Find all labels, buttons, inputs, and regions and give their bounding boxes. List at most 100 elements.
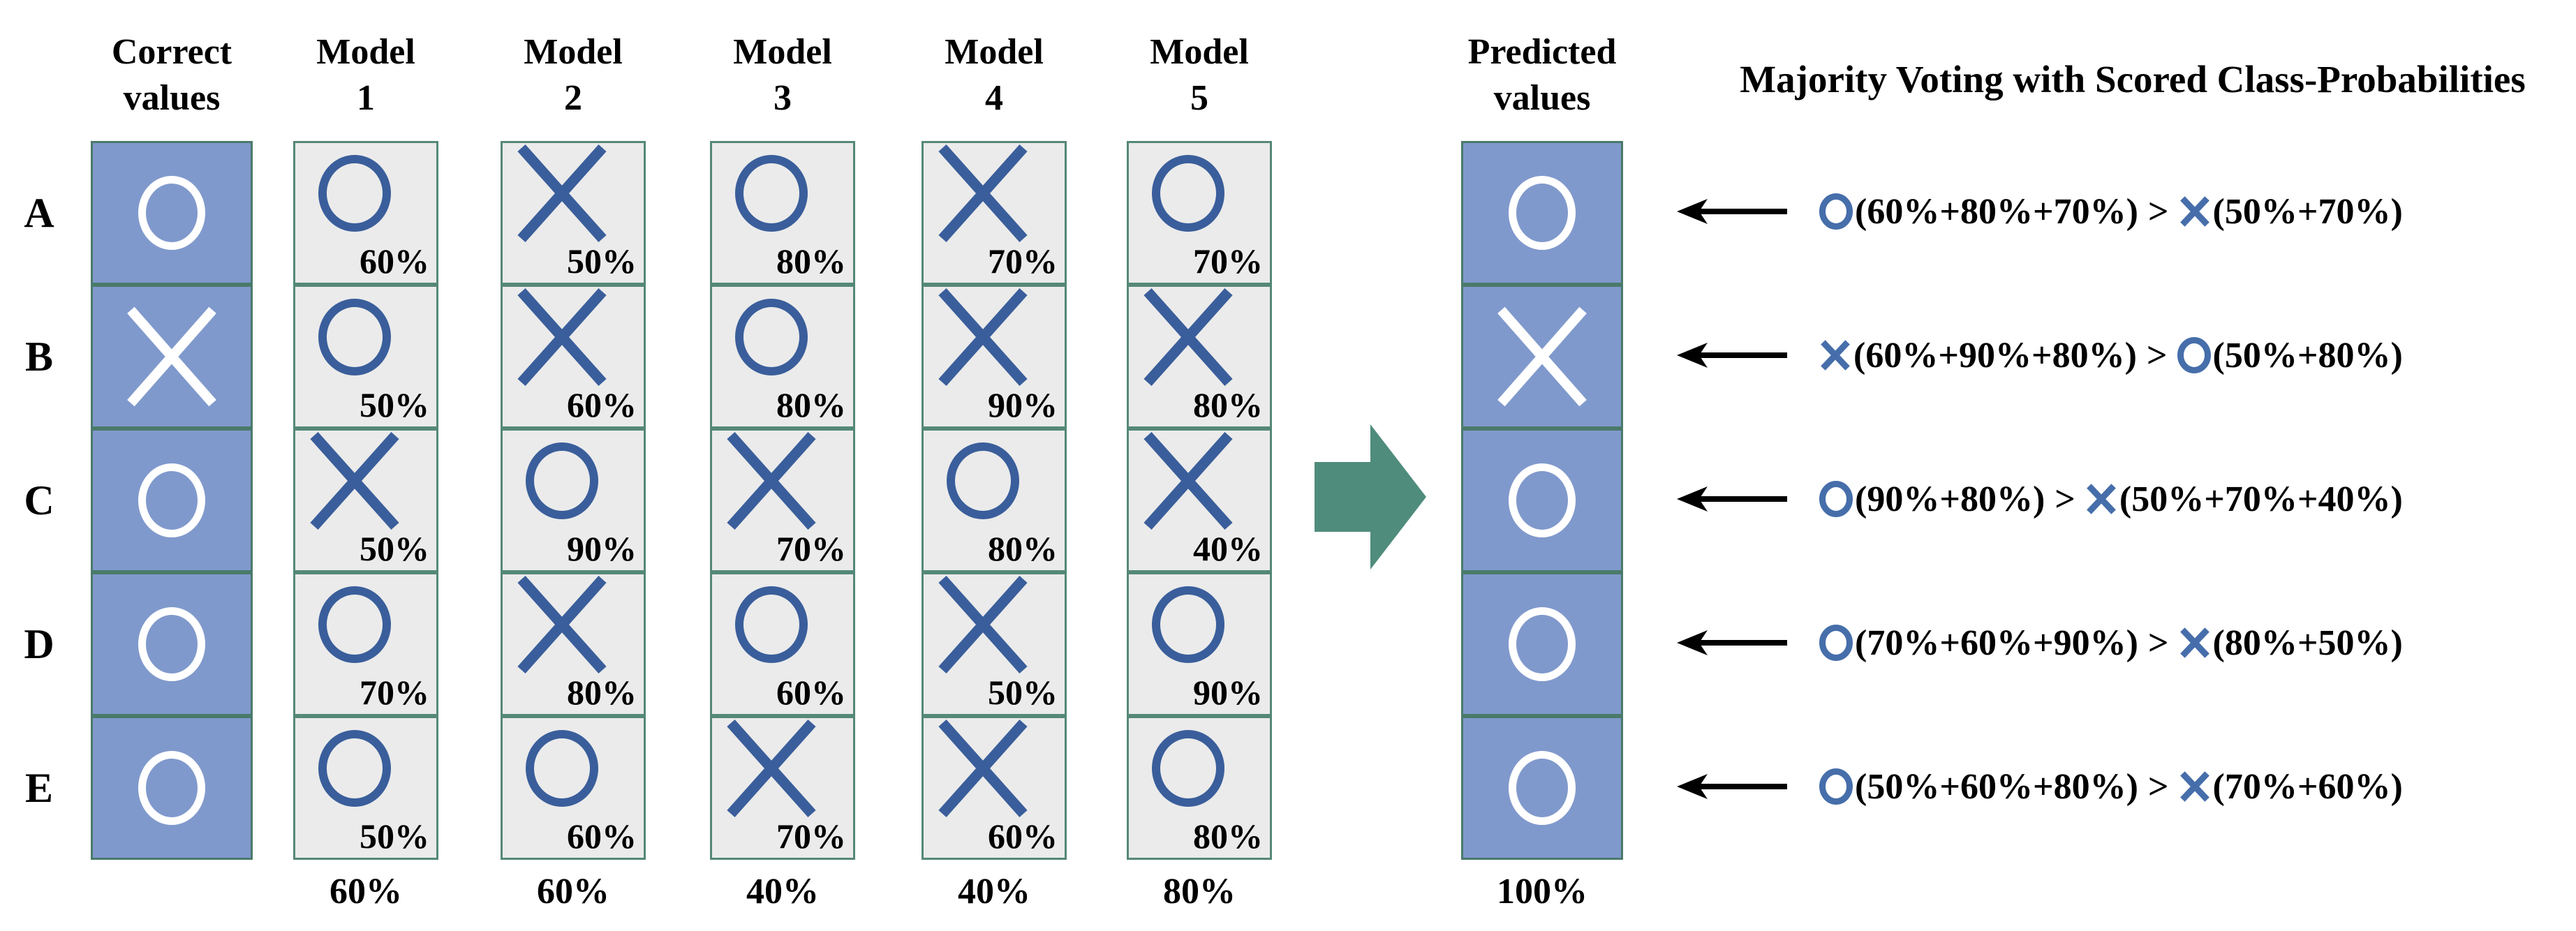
class-probability: 60% [567, 385, 637, 424]
cell-m5-row-b: 80% [1127, 285, 1272, 429]
class-probability: 50% [988, 673, 1058, 712]
row-label-a: A [24, 190, 54, 236]
cell-predicted-row-e [1461, 716, 1623, 860]
left-arrow-icon [1677, 630, 1787, 655]
model-5-column: 70%80%40%90%80% [1127, 141, 1272, 860]
circle-symbol [734, 586, 808, 663]
header-line: Model [733, 32, 832, 72]
row-label-b: B [24, 334, 54, 380]
model-2-column: 50%60%90%80%60% [501, 141, 646, 860]
cell-m1-row-c: 50% [293, 429, 438, 572]
circle-symbol [318, 586, 391, 663]
loser-symbol [2179, 770, 2211, 803]
model-1-accuracy: 60% [330, 872, 402, 911]
model-5-header: Model 5 [1106, 29, 1293, 121]
cross-symbol [936, 573, 1030, 676]
comparison-operator: > [2147, 191, 2169, 232]
class-probability: 70% [988, 241, 1058, 281]
class-probability: 90% [988, 385, 1058, 424]
class-probability: 80% [1193, 385, 1263, 424]
circle-symbol [318, 730, 391, 807]
winner-symbol [1819, 193, 1853, 230]
circle-symbol [734, 155, 808, 232]
winner-symbol [1819, 625, 1853, 661]
header-line: Model [945, 32, 1044, 72]
circle-symbol [1151, 730, 1224, 807]
winner-terms: (90%+80%) [1855, 479, 2045, 519]
cross-symbol [308, 429, 401, 532]
header-line: Model [316, 32, 415, 72]
circle-symbol [138, 751, 205, 825]
cell-correct-row-c [91, 429, 253, 572]
class-probability: 90% [1193, 673, 1263, 712]
circle-symbol [525, 730, 598, 807]
header-line: Predicted [1467, 32, 1617, 72]
formula-row-d: (70%+60%+90%) > (80%+50%) [1677, 613, 2403, 672]
circle-symbol [525, 442, 598, 519]
class-probability: 80% [776, 241, 846, 281]
cross-symbol [515, 285, 609, 389]
circle-symbol [1151, 586, 1224, 663]
class-probability: 60% [988, 817, 1058, 856]
winner-symbol [1819, 768, 1853, 805]
loser-symbol [2179, 195, 2211, 228]
model-4-column: 70%90%80%50%60% [921, 141, 1067, 860]
header-line: 1 [357, 78, 375, 118]
row-label-e: E [24, 765, 54, 811]
header-line: values [1493, 78, 1591, 118]
circle-symbol [1509, 607, 1576, 681]
loser-symbol [2085, 482, 2117, 516]
cross-symbol [936, 717, 1030, 820]
circle-symbol [1509, 176, 1576, 250]
cell-predicted-row-d [1461, 572, 1623, 716]
cell-m1-row-b: 50% [293, 285, 438, 429]
model-5-accuracy: 80% [1163, 872, 1236, 911]
class-probability: 70% [1193, 241, 1263, 281]
header-line: Model [524, 32, 623, 72]
class-probability: 80% [567, 673, 637, 712]
cell-m2-row-c: 90% [501, 429, 646, 572]
row-label-c: C [24, 477, 54, 523]
comparison-operator: > [2055, 479, 2075, 519]
winner-terms: (60%+90%+80%) [1853, 335, 2137, 375]
cross-symbol [515, 573, 609, 676]
cell-predicted-row-a [1461, 141, 1623, 285]
header-line: Correct [111, 32, 232, 72]
cross-symbol [725, 429, 818, 532]
cell-predicted-row-c [1461, 429, 1623, 572]
cross-symbol [1141, 429, 1235, 532]
row-label-d: D [24, 621, 54, 667]
diagram-title: Majority Voting with Scored Class-Probab… [1740, 58, 2526, 100]
cell-m4-row-d: 50% [921, 572, 1067, 716]
cell-correct-row-b [91, 285, 253, 429]
loser-terms: (80%+50%) [2212, 623, 2403, 663]
class-probability: 70% [776, 529, 846, 568]
cell-m3-row-d: 60% [710, 572, 855, 716]
correct-values-header: Correct values [70, 29, 274, 121]
cell-correct-row-e [91, 716, 253, 860]
left-arrow-icon [1677, 774, 1787, 799]
comparison-operator: > [2147, 623, 2169, 663]
formula-row-e: (50%+60%+80%) > (70%+60%) [1677, 757, 2403, 816]
cell-m2-row-d: 80% [501, 572, 646, 716]
winner-symbol [1819, 481, 1853, 517]
cell-m5-row-a: 70% [1127, 141, 1272, 285]
header-line: Model [1150, 32, 1249, 72]
comparison-operator: > [2147, 766, 2169, 807]
cell-m5-row-c: 40% [1127, 429, 1272, 572]
cell-m1-row-a: 60% [293, 141, 438, 285]
circle-symbol [734, 299, 808, 375]
cell-m5-row-d: 90% [1127, 572, 1272, 716]
cross-symbol [1141, 285, 1235, 389]
model-3-column: 80%80%70%60%70% [710, 141, 855, 860]
cross-symbol [125, 304, 219, 409]
circle-symbol [318, 155, 391, 232]
model-1-column: 60%50%50%70%50% [293, 141, 438, 860]
header-line: 2 [564, 78, 582, 118]
class-probability: 50% [360, 817, 429, 856]
cell-m3-row-b: 80% [710, 285, 855, 429]
class-probability: 50% [360, 529, 429, 568]
winner-terms: (70%+60%+90%) [1855, 623, 2138, 663]
class-probability: 60% [567, 817, 637, 856]
